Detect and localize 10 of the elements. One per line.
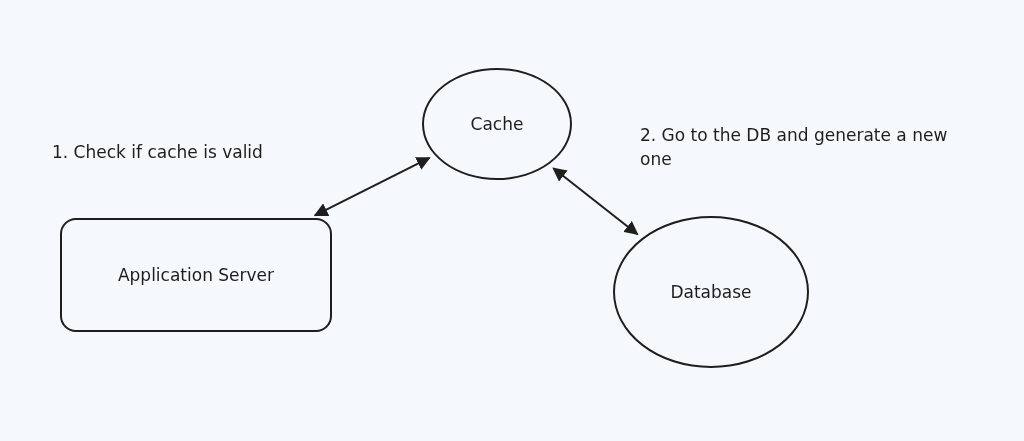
process-box bbox=[60, 218, 332, 332]
node-label: Database bbox=[670, 282, 752, 302]
ellipse-node bbox=[613, 216, 809, 368]
double-arrow bbox=[552, 167, 639, 236]
node-label: Cache bbox=[470, 114, 524, 134]
edge-label: 1. Check if cache is valid bbox=[52, 141, 264, 164]
node-label: Application Server bbox=[117, 265, 275, 285]
double-arrow bbox=[313, 156, 431, 217]
edge-label: 2. Go to the DB and generate a new one bbox=[640, 124, 949, 171]
ellipse-node bbox=[422, 68, 572, 180]
